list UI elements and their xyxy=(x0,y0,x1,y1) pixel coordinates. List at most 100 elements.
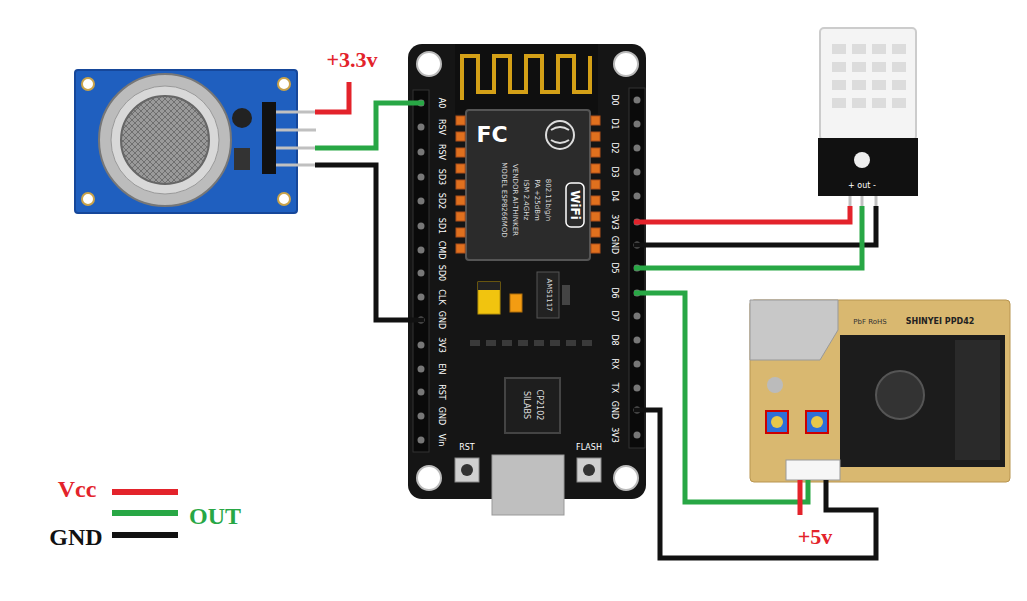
pin-name: A0 xyxy=(437,98,445,109)
pin-name: + out - xyxy=(848,182,876,190)
gas-sensor-module-part xyxy=(278,193,290,205)
nodemcu-board-part-part xyxy=(634,193,641,200)
module-text: ISM 2.4GHz xyxy=(522,180,529,220)
dust-sensor-module-part xyxy=(806,411,828,433)
board-text: SHINYEI PPD42 xyxy=(906,318,975,326)
gas-sensor-module xyxy=(75,70,316,213)
nodemcu-board-part-part xyxy=(518,340,528,346)
nodemcu-board-part xyxy=(417,466,441,490)
nodemcu-board-part xyxy=(505,378,560,433)
nodemcu-board-part-part xyxy=(550,340,560,346)
nodemcu-board-part-part xyxy=(591,180,600,189)
dht-sensor-module-part-part xyxy=(892,80,906,90)
nodemcu-board-part xyxy=(466,110,590,260)
nodemcu-board-part-part xyxy=(456,148,465,157)
nodemcu-board-part-part xyxy=(634,313,641,320)
nodemcu-board-part-part xyxy=(456,212,465,221)
pin-name: D8 xyxy=(610,334,618,345)
pin-name: RST xyxy=(437,384,445,400)
dust-sensor-module-part xyxy=(771,416,783,428)
nodemcu-board-part-part xyxy=(418,247,425,254)
nodemcu-board-part-part xyxy=(418,294,425,301)
gas-sensor-module-part xyxy=(82,193,94,205)
nodemcu-board-part-part xyxy=(582,340,592,346)
nodemcu-board-part-part xyxy=(456,196,465,205)
nodemcu-board-part-part xyxy=(591,228,600,237)
legend-swatch xyxy=(112,532,178,538)
nodemcu-board-part-part xyxy=(418,149,425,156)
pin-name: 3V3 xyxy=(610,214,618,230)
nodemcu-board-part xyxy=(614,52,638,76)
nodemcu-board-part-part xyxy=(591,148,600,157)
dht-sensor-module-part xyxy=(854,152,870,168)
nodemcu-board-part xyxy=(537,272,559,318)
nodemcu-board-part-part xyxy=(456,116,465,125)
nodemcu-board-part xyxy=(562,285,570,305)
wires-part xyxy=(315,82,349,112)
nodemcu-board-part-part xyxy=(634,121,641,128)
wires-part xyxy=(634,410,876,558)
pin-name: SD2 xyxy=(437,193,445,209)
nodemcu-board-part-part xyxy=(591,132,600,141)
nodemcu-board-part-part xyxy=(634,432,641,439)
wifi-logo: WiFi xyxy=(569,190,581,220)
wires xyxy=(315,82,876,558)
nodemcu-board-part xyxy=(455,458,479,482)
dust-sensor-module-part xyxy=(811,416,823,428)
wires-part xyxy=(315,103,424,148)
nodemcu-board-part xyxy=(461,464,473,476)
pin-name: D4 xyxy=(610,190,618,201)
nodemcu-board-part xyxy=(492,455,564,515)
nodemcu-board-part-part xyxy=(591,196,600,205)
pin-name: CLK xyxy=(437,289,445,304)
pin-name: Vin xyxy=(437,434,445,447)
dht-sensor-module-part-part xyxy=(872,80,886,90)
nodemcu-board-part-part xyxy=(418,389,425,396)
dht-sensor-module-part-part xyxy=(852,62,866,72)
chip-text: SILABS xyxy=(522,391,530,419)
nodemcu-board-part-part xyxy=(591,116,600,125)
nodemcu-board-part xyxy=(551,127,569,143)
gas-sensor-module-part xyxy=(276,111,316,114)
dht-sensor-module-part xyxy=(818,138,918,196)
dht-sensor-module-part-part xyxy=(892,62,906,72)
nodemcu-board-part xyxy=(462,56,590,100)
dust-sensor-module-part xyxy=(876,371,924,419)
chip-text: CP2102 xyxy=(535,390,543,421)
nodemcu-board-part-part xyxy=(456,164,465,173)
nodemcu-board-part-part xyxy=(470,340,480,346)
nodemcu-board-part xyxy=(470,340,592,346)
gas-sensor-module-part xyxy=(99,74,231,206)
pin-name: SD3 xyxy=(437,169,445,185)
nodemcu-board-part-part xyxy=(418,342,425,349)
pin-name: D1 xyxy=(610,118,618,129)
pin-name: CMD xyxy=(437,241,445,260)
nodemcu-board-part xyxy=(478,282,500,290)
nodemcu-board-part-part xyxy=(418,174,425,181)
nodemcu-board-part-part xyxy=(566,340,576,346)
nodemcu-board-part xyxy=(546,121,574,149)
dht-sensor-module-part-part xyxy=(832,44,846,54)
nodemcu-board-part-part xyxy=(456,132,465,141)
pin-name: D7 xyxy=(610,310,618,321)
module-text: VENDOR AI-THINKER xyxy=(511,164,518,236)
dht-sensor-module-part-part xyxy=(892,98,906,108)
pin-name: SD0 xyxy=(437,265,445,281)
dht-sensor-module-part-part xyxy=(872,62,886,72)
dust-sensor-module-part xyxy=(767,377,783,393)
nodemcu-board-part-part xyxy=(418,437,425,444)
nodemcu-board-part xyxy=(408,44,646,499)
dht-sensor-module-part-part xyxy=(872,98,886,108)
nodemcu-board-part-part xyxy=(418,413,425,420)
nodemcu-board-part-part xyxy=(456,180,465,189)
pin-name: D6 xyxy=(610,287,618,298)
dht-sensor-module-part-part xyxy=(872,44,886,54)
nodemcu-board-part-part xyxy=(418,124,425,131)
dust-sensor-module-part xyxy=(766,411,788,433)
pin-name: D5 xyxy=(610,262,618,273)
pin-name: GND xyxy=(437,407,445,425)
pin-name: RSV xyxy=(437,144,445,160)
dht-sensor-module-part-part xyxy=(852,44,866,54)
dust-sensor-module-part xyxy=(750,300,1010,482)
